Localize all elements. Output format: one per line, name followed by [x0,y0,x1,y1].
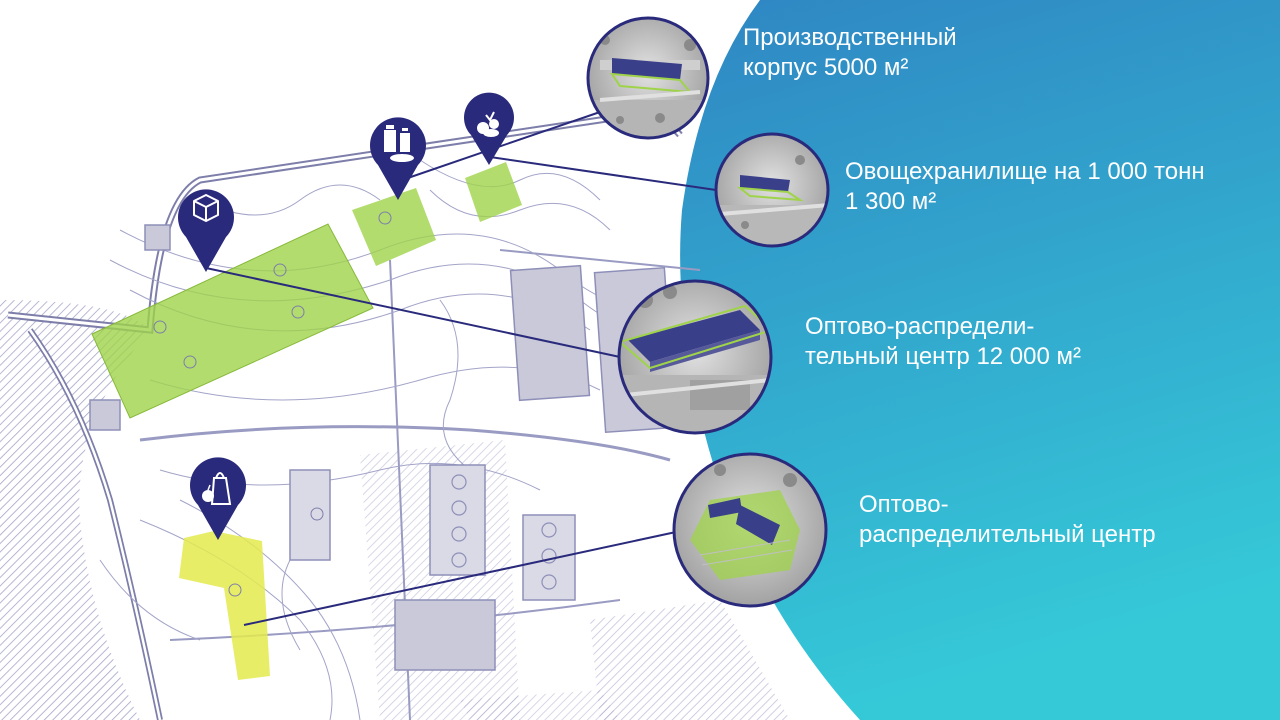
zone-distribution-center [91,223,374,419]
label-line: Оптово- [859,491,949,518]
label-line: Овощехранилище на 1 000 тонн [845,158,1205,185]
label-line: Производственный [743,24,957,51]
pin-production-building [370,117,427,200]
pin-vegetable-storage [463,92,514,165]
photo-distribution-center [617,279,773,435]
label-line: Оптово-распредели- [805,313,1035,340]
connector-lines [205,111,717,626]
site-plan-map [0,113,790,720]
zone-production-building [352,188,436,266]
hatched-band [0,300,150,720]
label-line: распределительный центр [859,521,1156,548]
vegetables-icon [477,111,499,137]
dairy-icon [384,125,414,162]
zone-wholesale-center [179,531,270,680]
photo-vegetable-storage [714,132,830,248]
label-wholesale-center: Оптово- распределительный центр [859,490,1156,550]
grocery-bag-icon [202,472,232,505]
photo-wholesale-center [672,452,828,608]
label-line: тельный центр 12 000 м² [805,343,1082,370]
photo-production-building [586,16,710,140]
label-line: 1 300 м² [845,188,937,215]
gradient-background [680,0,1280,720]
label-line: корпус 5000 м² [743,54,909,81]
pin-distribution-center [178,189,235,272]
pin-wholesale-center [190,457,246,540]
label-production-building: Производственный корпус 5000 м² [743,23,957,83]
box-icon [193,194,219,222]
zone-vegetable-storage [465,162,522,222]
label-distribution-center: Оптово-распредели- тельный центр 12 000 … [805,312,1081,372]
label-vegetable-storage: Овощехранилище на 1 000 тонн 1 300 м² [845,157,1205,217]
